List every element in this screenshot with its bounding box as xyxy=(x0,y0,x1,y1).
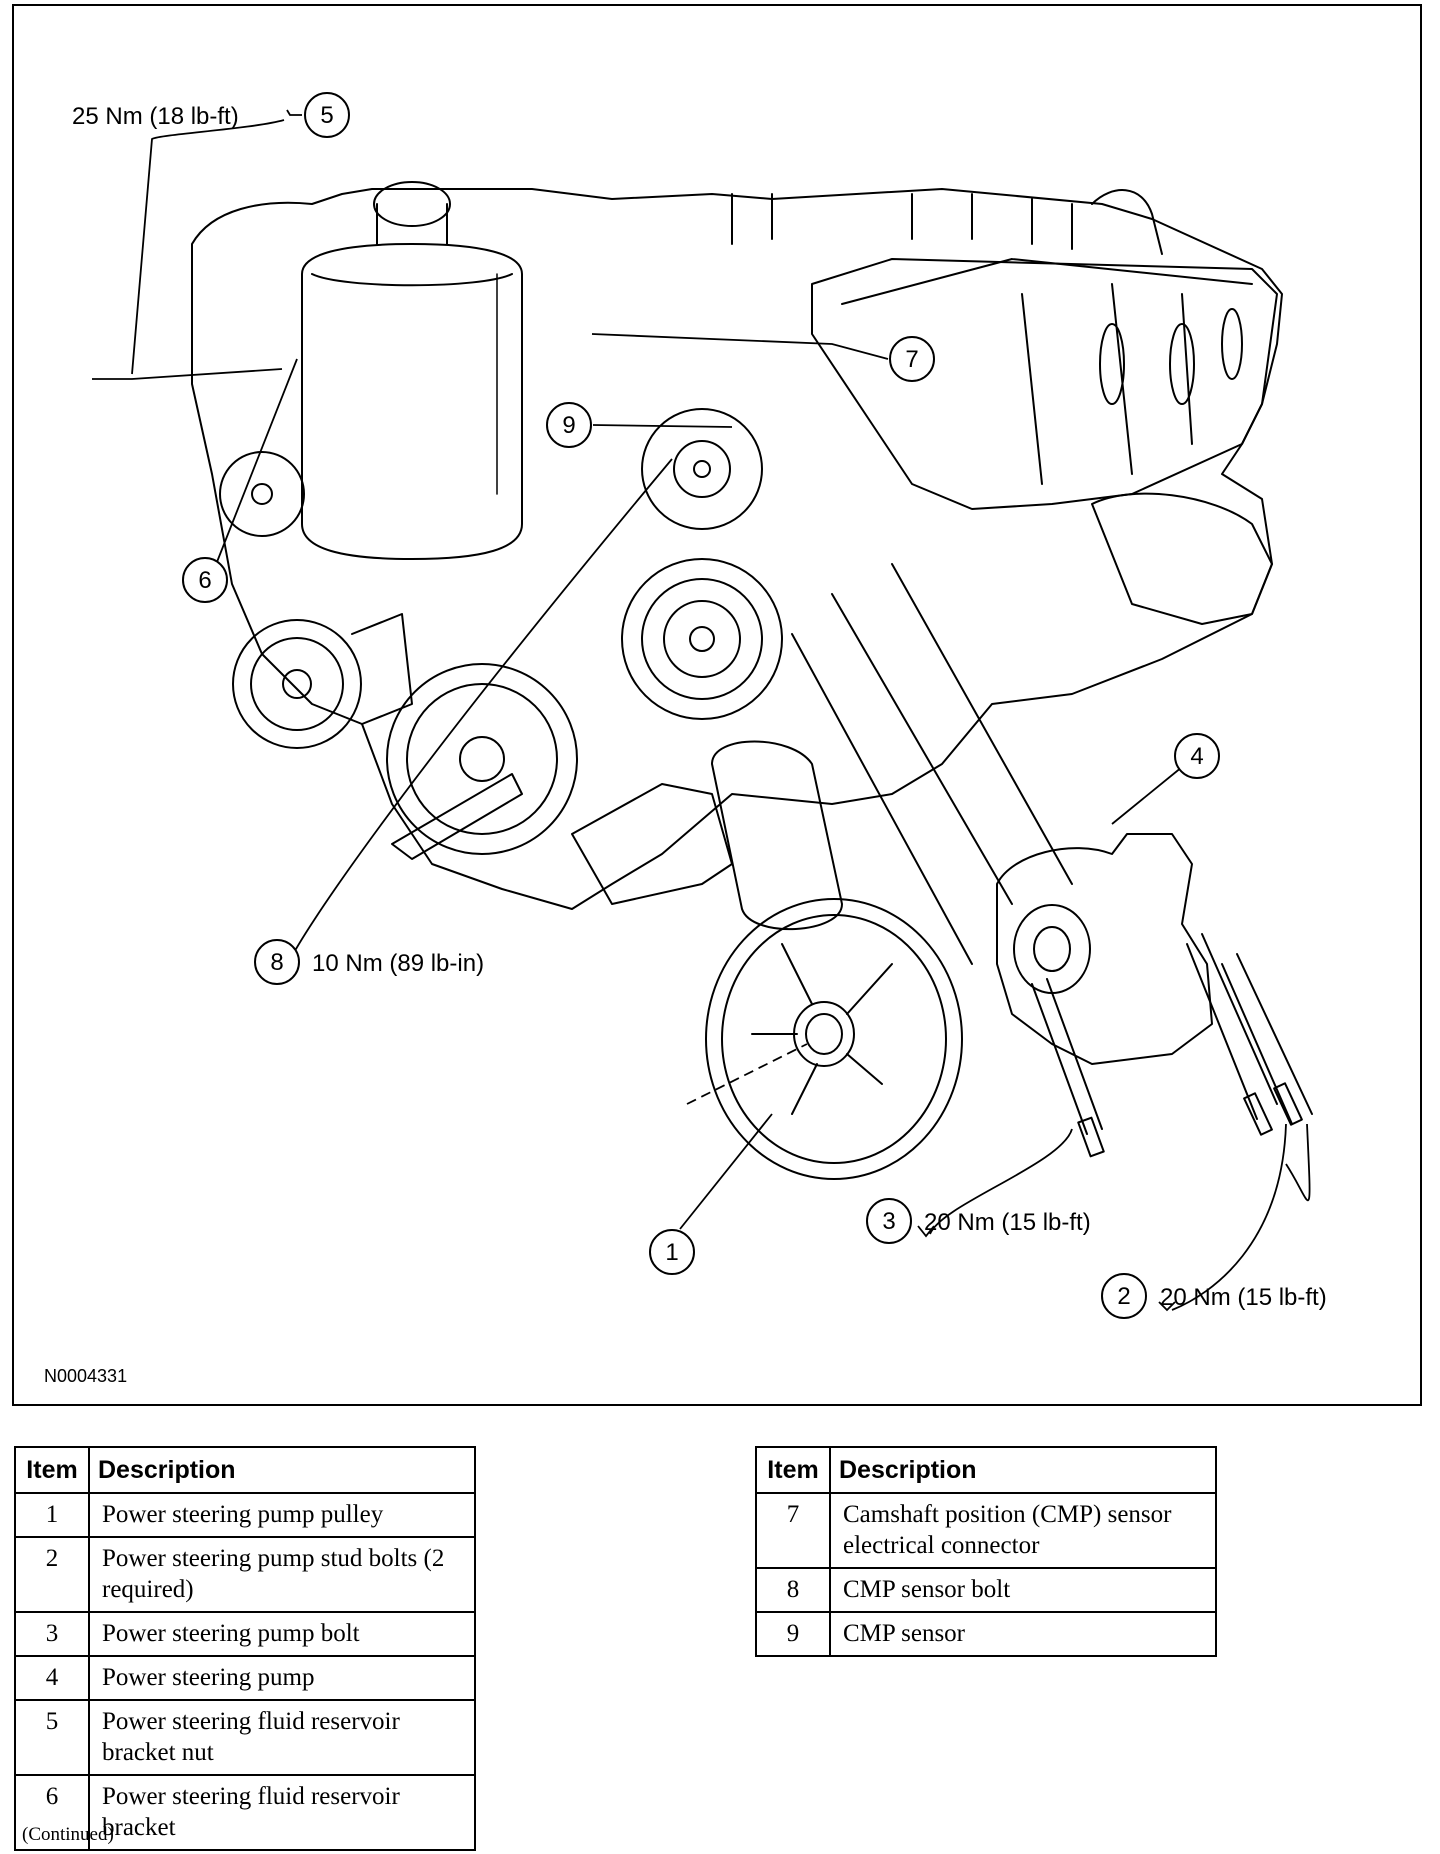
item-description: Power steering fluid reservoir bracket xyxy=(88,1774,476,1851)
callout-5-spec: 25 Nm (18 lb-ft) xyxy=(72,103,239,130)
reservoir-shape xyxy=(301,243,523,560)
header-item: Item xyxy=(755,1446,831,1494)
leader-7 xyxy=(591,333,889,360)
item-description: Camshaft position (CMP) sensor electrica… xyxy=(829,1492,1217,1569)
engine-diagram: 5 7 9 6 8 1 4 3 2 25 Nm (18 lb-ft) 10 Nm… xyxy=(44,92,1327,1386)
callout-6-number: 6 xyxy=(198,567,211,594)
item-number: 8 xyxy=(755,1567,831,1613)
item-number: 3 xyxy=(14,1611,90,1657)
callout-9-circle xyxy=(546,402,592,448)
callout-8-number: 8 xyxy=(270,949,283,976)
callout-5-circle xyxy=(304,92,350,138)
callout-7-circle xyxy=(889,336,935,382)
figure-frame xyxy=(12,4,1422,1406)
ps-pump-shape xyxy=(996,833,1213,1065)
item-description: Power steering pump stud bolts (2 requir… xyxy=(88,1536,476,1613)
item-description: Power steering pump xyxy=(88,1655,476,1701)
callout-9-number: 9 xyxy=(562,412,575,439)
callout-3-number: 3 xyxy=(882,1208,895,1235)
leader-8 xyxy=(276,458,673,966)
valve-cover xyxy=(811,258,1278,510)
callout-7-number: 7 xyxy=(905,346,918,373)
header-description: Description xyxy=(88,1446,476,1494)
item-description: CMP sensor xyxy=(829,1611,1217,1657)
callout-2-circle xyxy=(1101,1273,1147,1319)
callout-1-number: 1 xyxy=(665,1239,678,1266)
callout-4-circle xyxy=(1174,733,1220,779)
callout-3-spec: 20 Nm (15 lb-ft) xyxy=(924,1209,1091,1236)
leader-2 xyxy=(1158,1123,1311,1312)
leader-9 xyxy=(592,424,733,428)
item-number: 9 xyxy=(755,1611,831,1657)
figure-id: N0004331 xyxy=(44,1366,127,1386)
engine-block-outline xyxy=(191,188,1283,910)
leader-1 xyxy=(679,1113,773,1230)
item-number: 4 xyxy=(14,1655,90,1701)
lower-left-pulley xyxy=(386,663,578,855)
callout-3-circle xyxy=(866,1198,912,1244)
oil-filter xyxy=(711,740,843,931)
ps-pump-pulley-shape xyxy=(705,898,963,1180)
header-description: Description xyxy=(829,1446,1217,1494)
callout-6-circle xyxy=(182,557,228,603)
callout-2-spec: 20 Nm (15 lb-ft) xyxy=(1160,1284,1327,1311)
item-description: Power steering pump pulley xyxy=(88,1492,476,1538)
item-number: 6 xyxy=(14,1774,90,1851)
leader-4 xyxy=(1111,766,1183,825)
header-item: Item xyxy=(14,1446,90,1494)
item-description: Power steering fluid reservoir bracket n… xyxy=(88,1699,476,1776)
callout-2-number: 2 xyxy=(1117,1283,1130,1310)
leader-5 xyxy=(131,109,302,375)
leader-3 xyxy=(917,1128,1073,1238)
item-number: 1 xyxy=(14,1492,90,1538)
callout-4-number: 4 xyxy=(1190,743,1203,770)
callout-1-circle xyxy=(649,1229,695,1275)
callout-5-number: 5 xyxy=(320,102,333,129)
leader-6 xyxy=(214,358,298,568)
callout-8-circle xyxy=(254,939,300,985)
continued-note: (Continued) xyxy=(22,1824,114,1845)
item-description: Power steering pump bolt xyxy=(88,1611,476,1657)
item-number: 2 xyxy=(14,1536,90,1613)
callout-8-spec: 10 Nm (89 lb-in) xyxy=(312,950,484,977)
item-number: 7 xyxy=(755,1492,831,1569)
item-description: CMP sensor bolt xyxy=(829,1567,1217,1613)
item-number: 5 xyxy=(14,1699,90,1776)
